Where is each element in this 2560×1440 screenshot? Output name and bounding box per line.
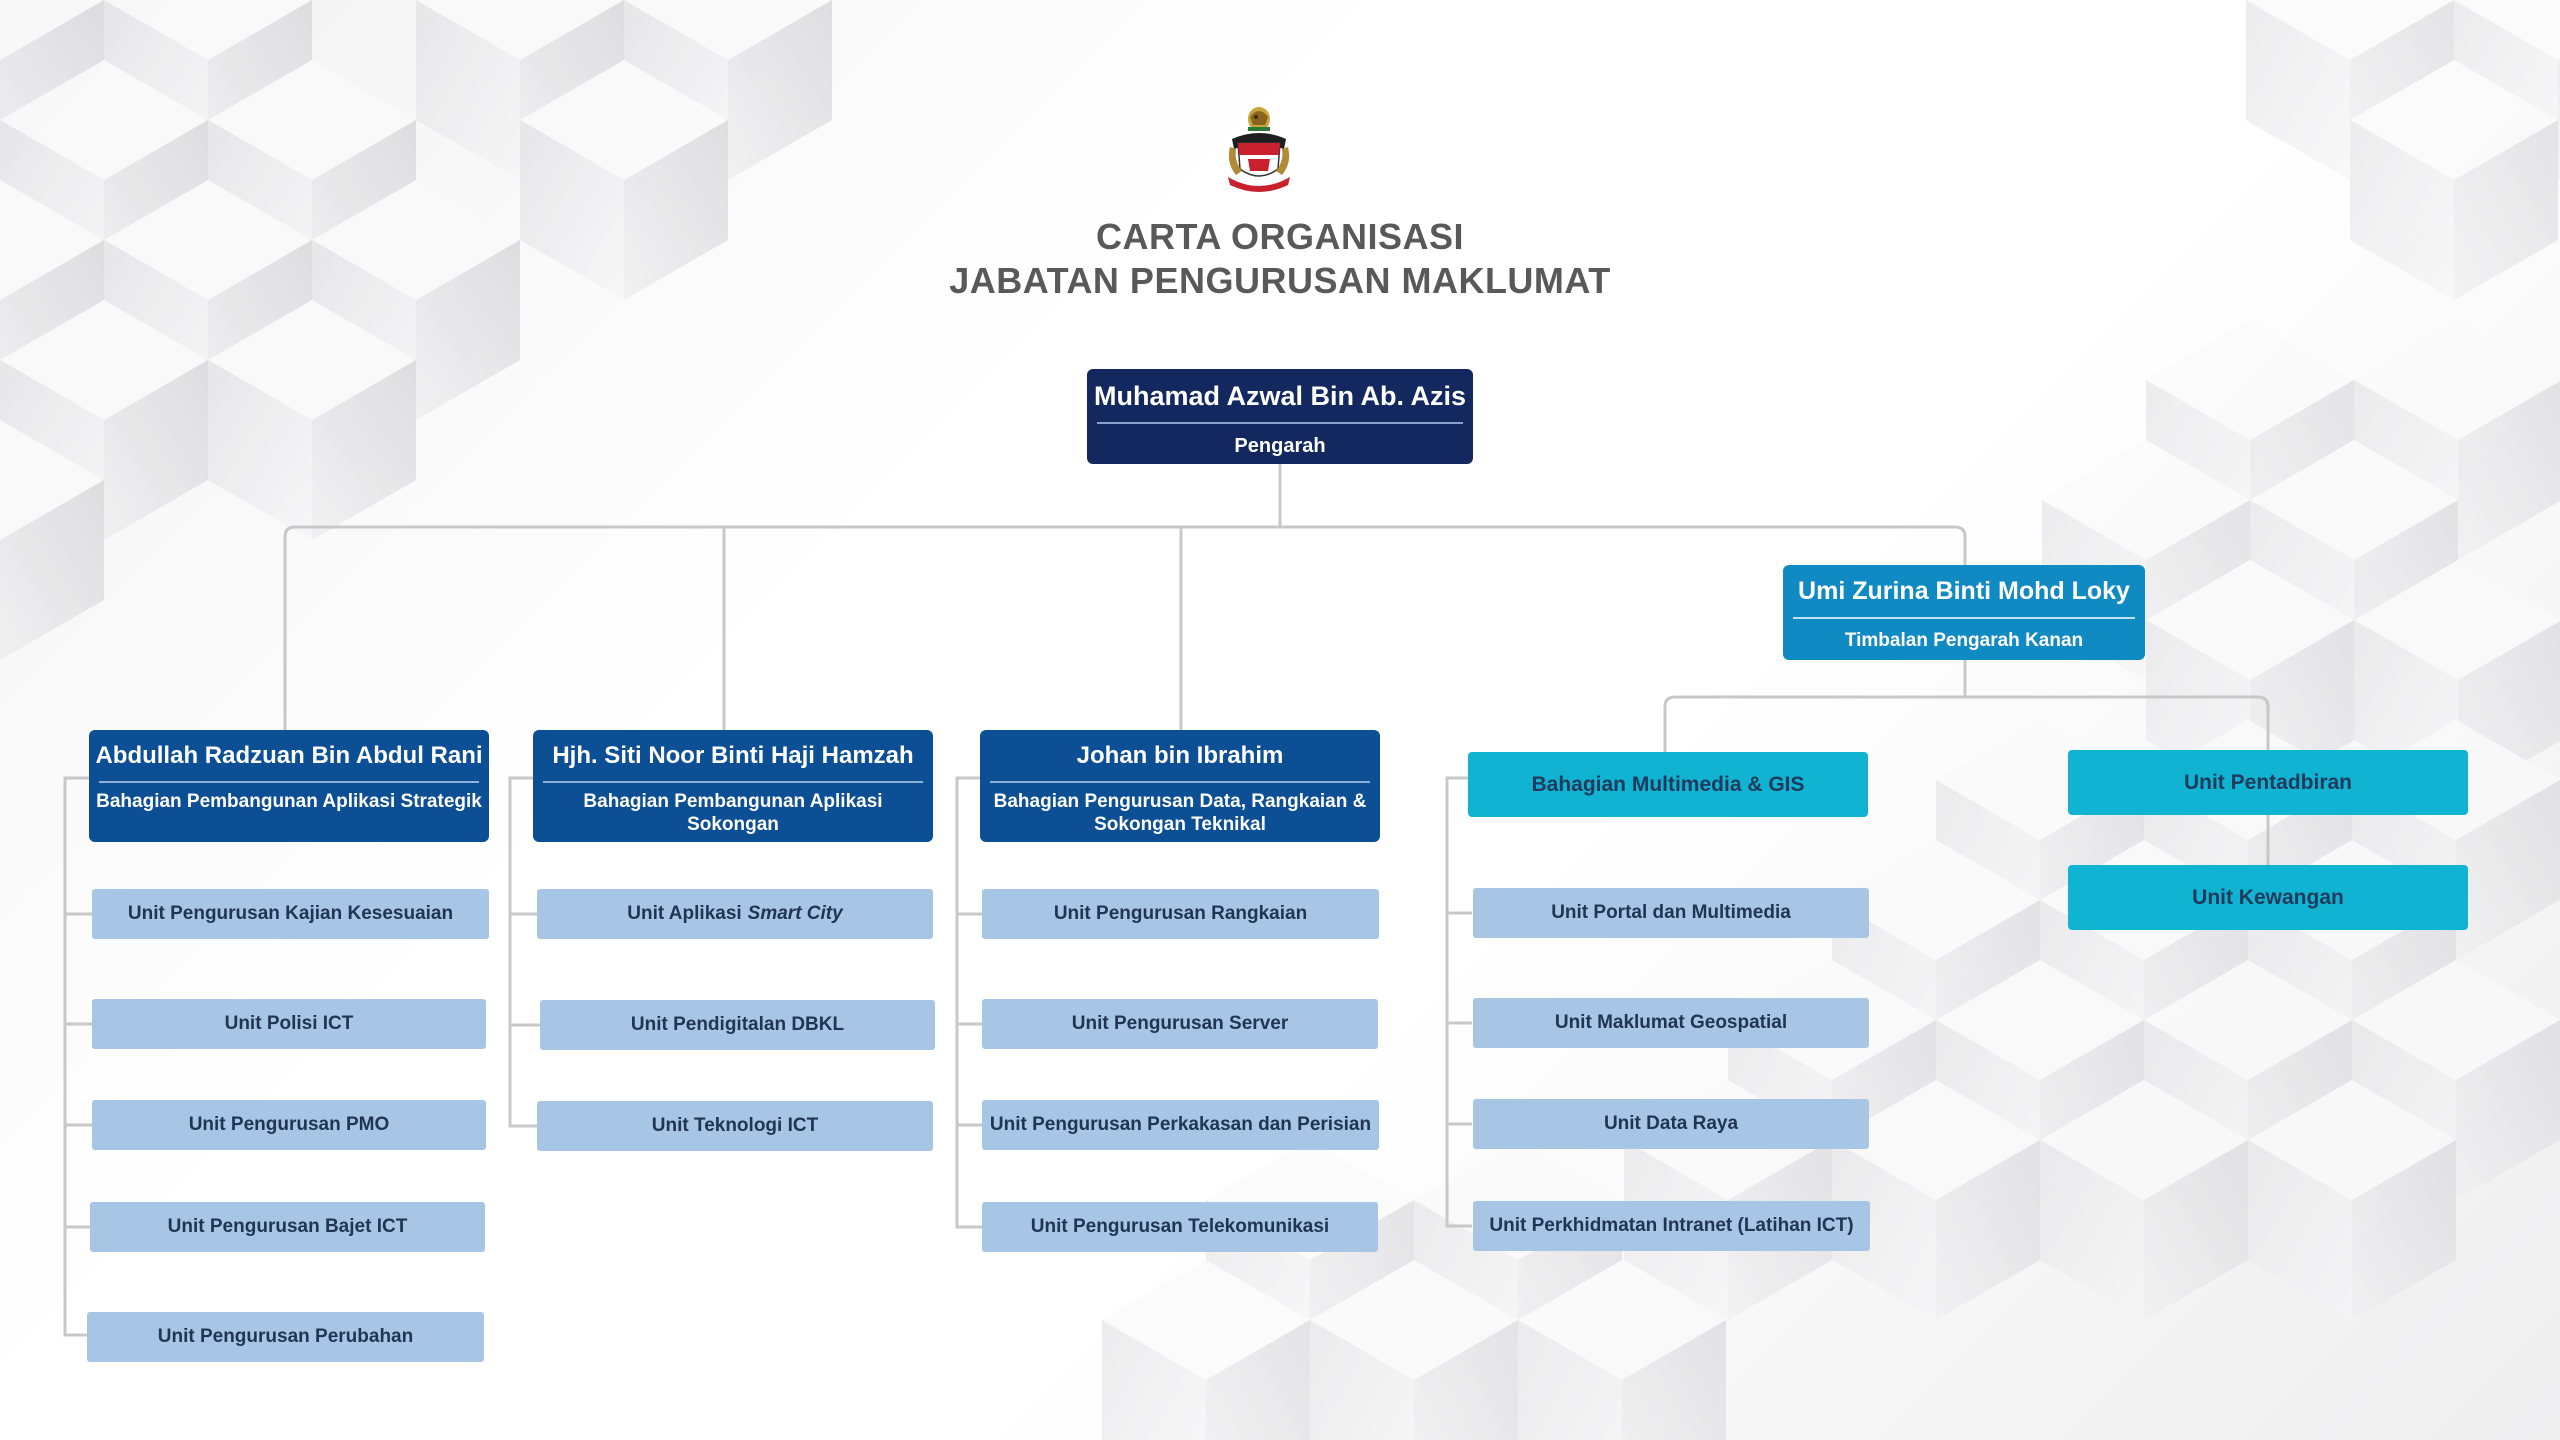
divider <box>99 781 479 783</box>
divider <box>1097 422 1463 424</box>
department-box-sokongan[interactable]: Hjh. Siti Noor Binti Haji Hamzah Bahagia… <box>533 730 933 842</box>
unit-box[interactable]: Unit Pengurusan Telekomunikasi <box>982 1202 1378 1252</box>
department-head-name: Abdullah Radzuan Bin Abdul Rani <box>95 742 483 769</box>
director-box[interactable]: Muhamad Azwal Bin Ab. Azis Pengarah <box>1087 369 1473 464</box>
department-label: Bahagian Pembangunan Aplikasi Sokongan <box>583 791 883 835</box>
unit-box[interactable]: Unit Polisi ICT <box>92 999 486 1049</box>
department-label: Bahagian Pembangunan Aplikasi Strategik <box>96 791 482 812</box>
unit-box[interactable]: Unit Data Raya <box>1473 1099 1869 1149</box>
divider <box>990 781 1370 783</box>
department-label: Bahagian Pengurusan Data, Rangkaian & So… <box>993 791 1367 835</box>
unit-box[interactable]: Unit Teknologi ICT <box>537 1101 933 1151</box>
dbkl-crest-icon <box>1228 107 1290 192</box>
unit-box[interactable]: Unit Portal dan Multimedia <box>1473 888 1869 938</box>
unit-box[interactable]: Unit Pengurusan Server <box>982 999 1378 1049</box>
unit-box[interactable]: Unit Pengurusan Rangkaian <box>982 889 1379 939</box>
multimedia-gis-box[interactable]: Bahagian Multimedia & GIS <box>1468 752 1868 817</box>
director-role: Pengarah <box>1234 435 1326 457</box>
deputy-box[interactable]: Umi Zurina Binti Mohd Loky Timbalan Peng… <box>1783 565 2145 660</box>
department-box-data-rangkaian[interactable]: Johan bin Ibrahim Bahagian Pengurusan Da… <box>980 730 1380 842</box>
divider <box>1793 617 2135 619</box>
department-box-strategik[interactable]: Abdullah Radzuan Bin Abdul Rani Bahagian… <box>89 730 489 842</box>
divider <box>543 781 923 783</box>
unit-label: Unit Aplikasi <box>627 903 742 924</box>
deputy-name: Umi Zurina Binti Mohd Loky <box>1798 577 2130 605</box>
chart-subtitle: JABATAN PENGURUSAN MAKLUMAT <box>949 260 1611 301</box>
unit-label-italic: Smart City <box>747 903 843 924</box>
deputy-role: Timbalan Pengarah Kanan <box>1844 630 2084 651</box>
department-head-name: Hjh. Siti Noor Binti Haji Hamzah <box>552 742 914 769</box>
unit-box[interactable]: Unit Pengurusan Perkakasan dan Perisian <box>982 1100 1379 1150</box>
unit-box[interactable]: Unit Pengurusan Kajian Kesesuaian <box>92 889 489 939</box>
unit-box[interactable]: Unit Pengurusan PMO <box>92 1100 486 1150</box>
chart-title: CARTA ORGANISASI <box>1096 216 1464 257</box>
unit-box[interactable]: Unit Maklumat Geospatial <box>1473 998 1869 1048</box>
unit-box[interactable]: Unit Pendigitalan DBKL <box>540 1000 935 1050</box>
unit-box[interactable]: Unit Pengurusan Perubahan <box>87 1312 484 1362</box>
unit-box[interactable]: Unit Perkhidmatan Intranet (Latihan ICT) <box>1473 1201 1870 1251</box>
director-name: Muhamad Azwal Bin Ab. Azis <box>1093 381 1467 411</box>
finance-unit-box[interactable]: Unit Kewangan <box>2068 865 2468 930</box>
department-head-name: Johan bin Ibrahim <box>1076 742 1284 769</box>
admin-unit-box[interactable]: Unit Pentadbiran <box>2068 750 2468 815</box>
unit-box[interactable]: Unit Pengurusan Bajet ICT <box>90 1202 485 1252</box>
